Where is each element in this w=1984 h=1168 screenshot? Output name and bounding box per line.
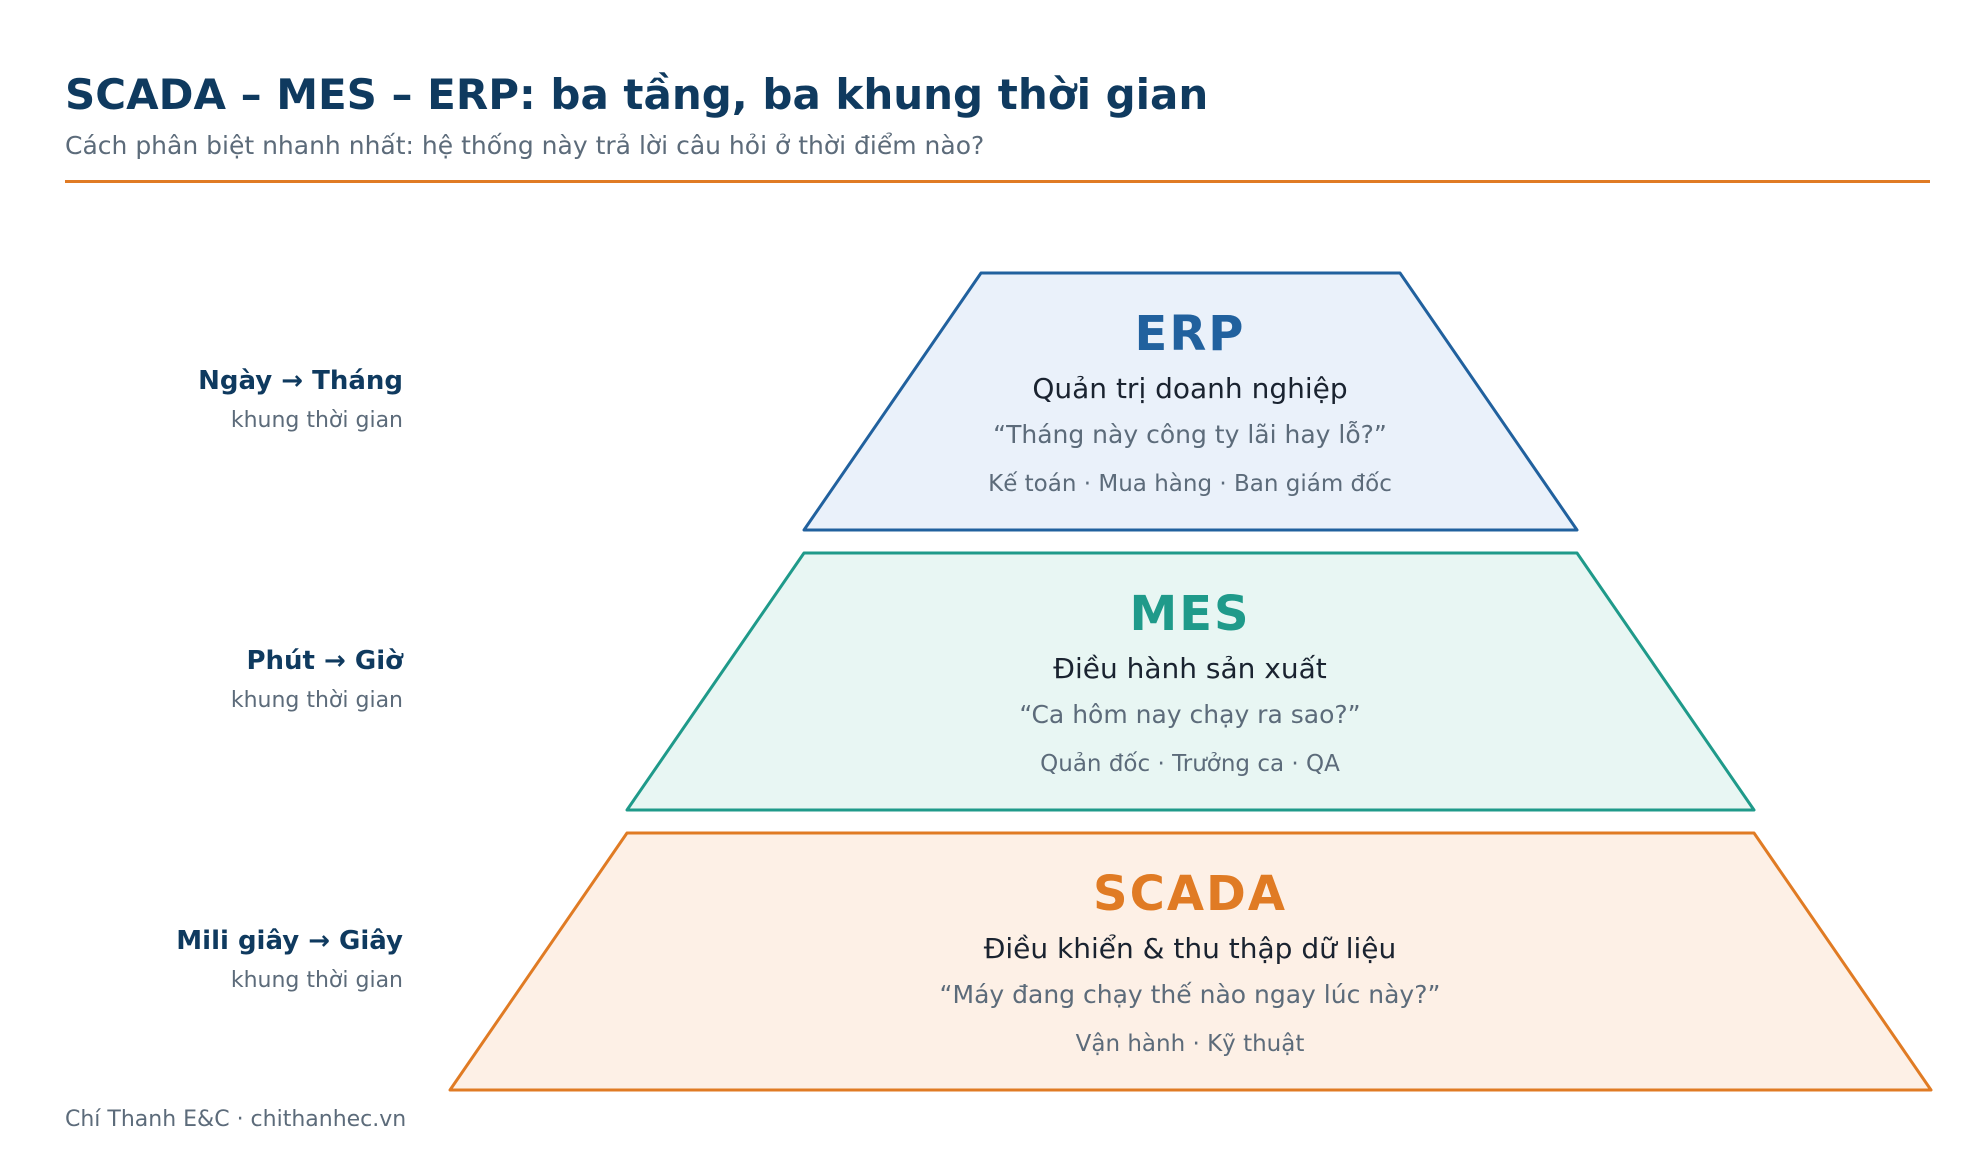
timeframe-erp-caption: khung thời gian	[231, 408, 403, 433]
layer-scada-role: Điều khiển & thu thập dữ liệu	[984, 932, 1397, 965]
layer-erp-question: “Tháng này công ty lãi hay lỗ?”	[993, 420, 1387, 449]
page-title: SCADA – MES – ERP: ba tầng, ba khung thờ…	[65, 70, 1209, 119]
timeframe-mes-range: Phút → Giờ	[246, 646, 404, 676]
page-subtitle: Cách phân biệt nhanh nhất: hệ thống này …	[65, 131, 985, 160]
timeframe-mes-caption: khung thời gian	[231, 688, 403, 713]
layer-erp: ERP Quản trị doanh nghiệp “Tháng này côn…	[802, 271, 1579, 532]
layer-mes-users: Quản đốc · Trưởng ca · QA	[1040, 751, 1340, 777]
layer-mes-question: “Ca hôm nay chạy ra sao?”	[1019, 700, 1360, 729]
layer-mes: MES Điều hành sản xuất “Ca hôm nay chạy …	[625, 551, 1756, 812]
header-divider	[65, 180, 1930, 183]
timeframe-scada: Mili giây → Giây khung thời gian	[176, 926, 403, 993]
layer-mes-shape	[625, 551, 1756, 812]
layer-scada-question: “Máy đang chạy thế nào ngay lúc này?”	[940, 980, 1441, 1009]
timeframe-erp-range: Ngày → Tháng	[198, 366, 403, 396]
timeframe-erp: Ngày → Tháng khung thời gian	[198, 366, 403, 433]
layer-scada-users: Vận hành · Kỹ thuật	[1076, 1031, 1305, 1057]
layer-erp-users: Kế toán · Mua hàng · Ban giám đốc	[988, 471, 1392, 497]
timeframe-scada-range: Mili giây → Giây	[176, 926, 403, 956]
timeframe-mes: Phút → Giờ khung thời gian	[231, 646, 404, 713]
timeframe-scada-caption: khung thời gian	[231, 968, 403, 993]
layer-mes-role: Điều hành sản xuất	[1053, 652, 1327, 685]
layer-scada-shape	[448, 831, 1933, 1092]
layer-erp-shape	[802, 271, 1579, 532]
layer-scada: SCADA Điều khiển & thu thập dữ liệu “Máy…	[448, 831, 1933, 1092]
layer-erp-name: ERP	[1135, 306, 1246, 362]
footer-credit: Chí Thanh E&C · chithanhec.vn	[65, 1107, 407, 1132]
layer-scada-name: SCADA	[1093, 866, 1287, 922]
layer-erp-role: Quản trị doanh nghiệp	[1032, 372, 1347, 405]
layer-mes-name: MES	[1129, 586, 1250, 642]
